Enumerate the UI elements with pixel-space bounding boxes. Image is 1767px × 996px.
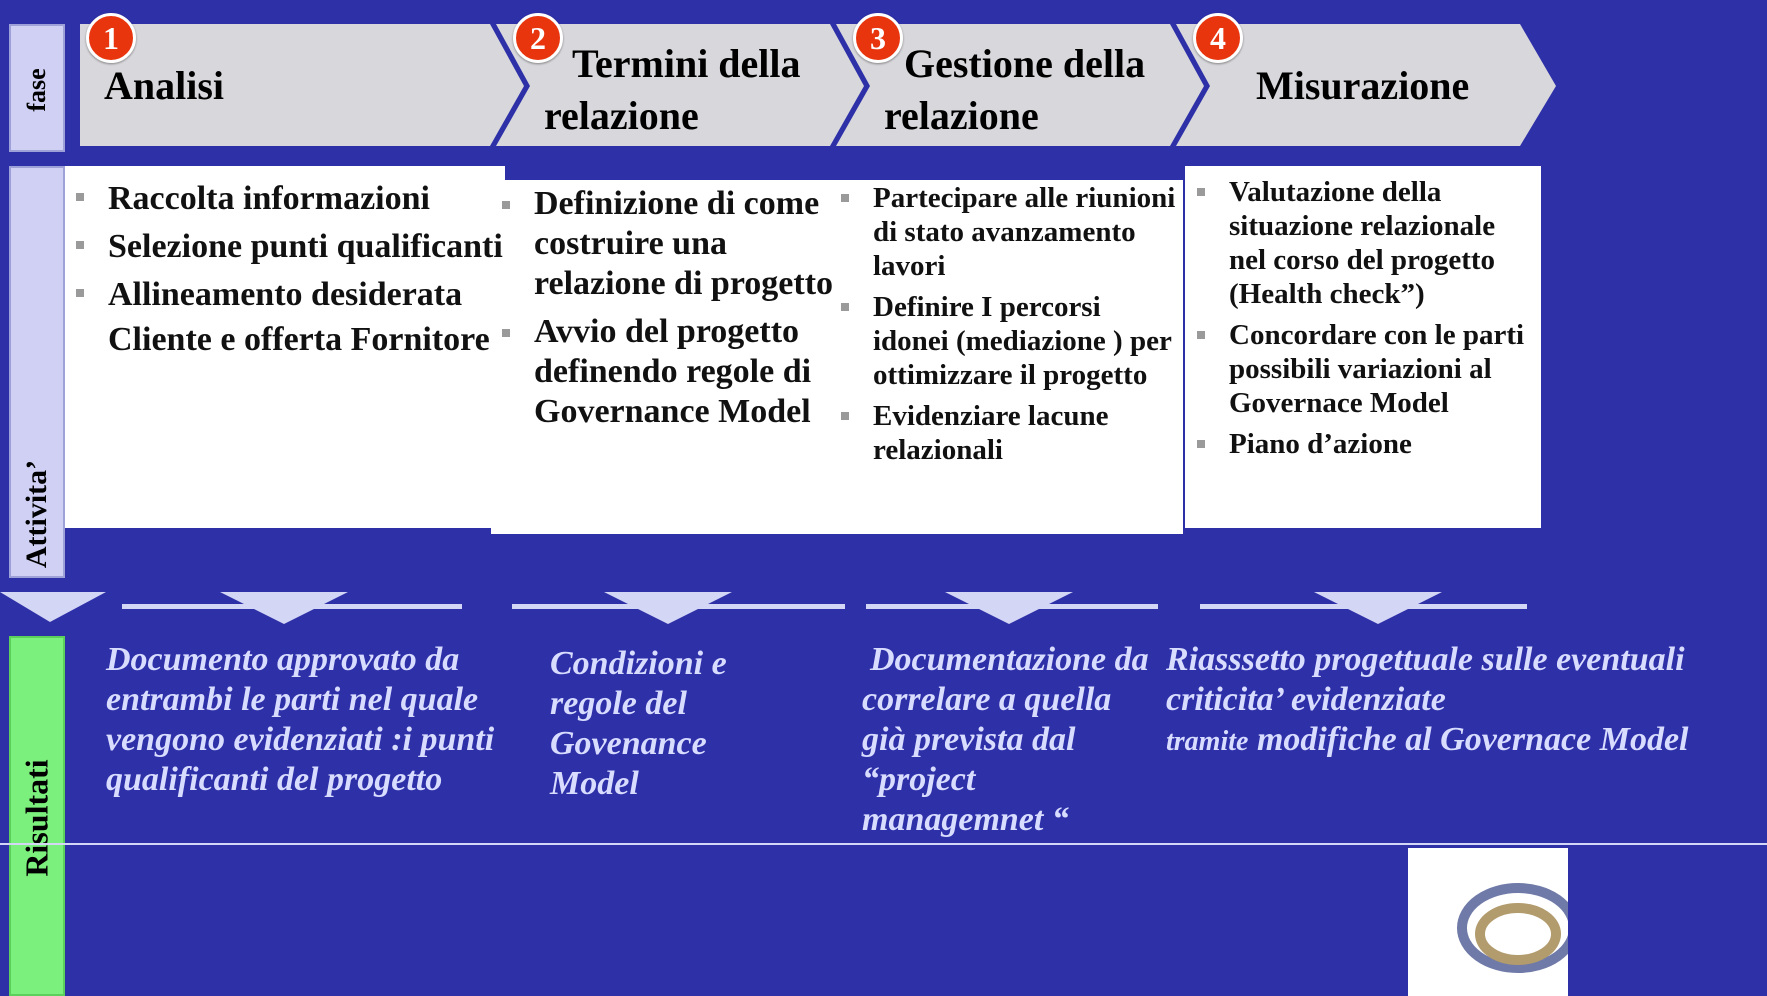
activity-box-4 [1185, 166, 1541, 528]
phase-badge-3: 3 [853, 13, 903, 63]
activity-item: Piano d’azione [1197, 427, 1529, 461]
phase-badge-4: 4 [1193, 13, 1243, 63]
result-2: Condizioni e regole del Govenance Model [550, 645, 727, 802]
result-arrows [0, 592, 1527, 624]
activity-item: Concordare con le parti possibili variaz… [1197, 318, 1529, 420]
down-arrow-icon [604, 592, 732, 624]
phase-title-misurazione: Misurazione [1256, 63, 1470, 108]
phase-badge-1: 1 [86, 13, 136, 63]
chevron-gestione [836, 24, 1204, 146]
phase-title-analisi: Analisi [104, 63, 225, 108]
activity-box-1 [65, 166, 505, 528]
down-arrow-icon [220, 592, 348, 624]
phase-title-termini: Termini della relazione [544, 41, 801, 138]
chevron-analisi [80, 24, 524, 146]
result-4-prefix: tramite [1166, 726, 1249, 757]
attivita-label: Attivita’ [20, 459, 53, 569]
activity-item: Definire I percorsi idonei (mediazione )… [841, 290, 1177, 392]
down-arrow-icon [0, 592, 106, 622]
activity-list-3: Partecipare alle riunioni di stato avanz… [841, 181, 1177, 467]
chevron-termini [496, 24, 864, 146]
down-arrow-icon [945, 592, 1073, 624]
down-arrow-icon [1314, 592, 1442, 624]
logo [1408, 848, 1568, 996]
result-4-line2: modifiche al Governace Model [1248, 721, 1689, 758]
risultati-label: Risultati [18, 759, 55, 877]
activity-item: Avvio del progetto definendo regole di G… [502, 312, 834, 432]
attivita-label-box: Attivita’ [9, 166, 65, 578]
activity-list-4: Valutazione della situazione relazionale… [1197, 175, 1529, 461]
risultati-label-box: Risultati [9, 636, 65, 996]
activity-list-1: Raccolta informazioni Selezione punti qu… [76, 176, 508, 362]
activity-box-2 [491, 180, 1183, 534]
activity-item: Allineamento desiderata Cliente e offert… [76, 272, 498, 362]
activity-item: Definizione di come costruire una relazi… [502, 185, 834, 302]
activity-item: Selezione punti qualificanti [76, 224, 508, 269]
logo-emblem-icon [1457, 883, 1568, 973]
chevron-misurazione [1176, 24, 1556, 146]
activity-item: Evidenziare lacune relazionali [841, 399, 1177, 467]
result-3: Documentazione da correlare a quella già… [862, 641, 1149, 838]
activity-list-2: Definizione di come costruire una relazi… [502, 184, 834, 432]
activity-item: Valutazione della situazione relazionale… [1197, 175, 1529, 311]
phase-title-gestione: Gestione della relazione [884, 41, 1146, 138]
result-4: Riasssetto progettuale sulle eventuali c… [1166, 640, 1766, 762]
activity-item: Partecipare alle riunioni di stato avanz… [841, 182, 1176, 282]
phase-badge-2: 2 [513, 13, 563, 63]
activity-item: Raccolta informazioni [76, 176, 508, 221]
fase-label-box: fase [9, 24, 65, 152]
result-1: Documento approvato da entrambi le parti… [106, 641, 495, 798]
phase-chevrons [80, 24, 1556, 146]
result-4-line1: Riasssetto progettuale sulle eventuali c… [1166, 641, 1685, 718]
bottom-divider [0, 843, 1767, 845]
